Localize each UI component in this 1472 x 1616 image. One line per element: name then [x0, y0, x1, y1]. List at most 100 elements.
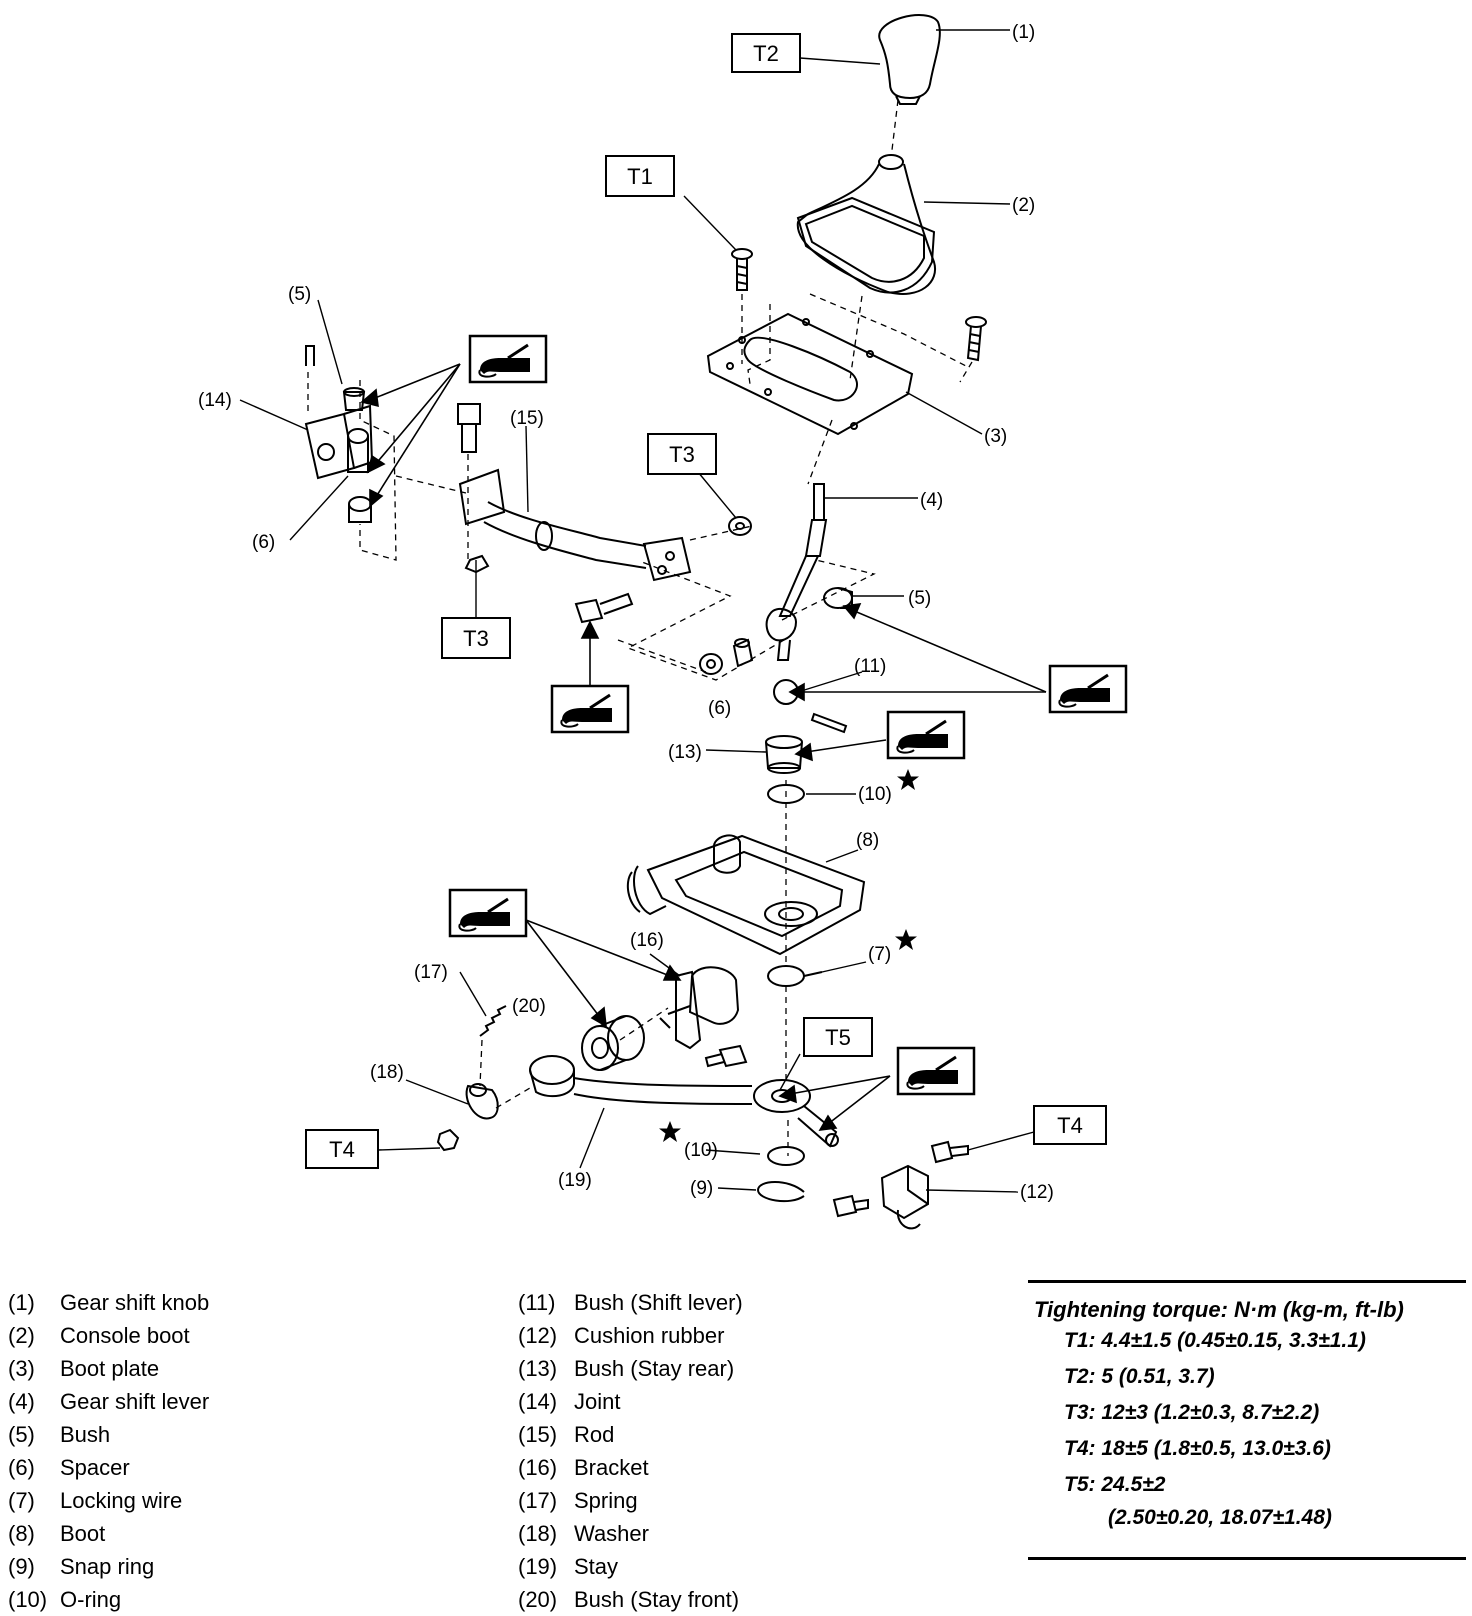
bolt	[574, 592, 634, 624]
exploded-view-diagram: T2 T1 T3 T3 T5 T4 T4 (1) (2) (3) (4) (5)…	[198, 14, 1128, 1230]
grease-gun-icon	[468, 334, 548, 384]
torque-label: T4	[1057, 1113, 1083, 1138]
part-name: Bush (Shift lever)	[574, 1290, 743, 1315]
list-item: (15)Rod	[518, 1418, 743, 1451]
callout: (8)	[856, 830, 879, 851]
star-icon	[659, 1121, 681, 1142]
list-item: (8) Boot	[8, 1517, 209, 1550]
list-item: (2) Console boot	[8, 1319, 209, 1352]
bolt	[930, 1140, 969, 1164]
part-name: Bracket	[574, 1455, 649, 1480]
part-name: Console boot	[60, 1323, 190, 1348]
parts-list-left: (1)Gear shift knob (2)Console boot (3)Bo…	[8, 1286, 209, 1616]
list-item: (7)Locking wire	[8, 1484, 209, 1517]
part-name: Spacer	[60, 1455, 130, 1480]
star-icon	[895, 929, 917, 950]
console-boot	[796, 154, 937, 295]
part-number: (16)	[518, 1455, 558, 1480]
list-item: (11) Bush (Shift lever)	[518, 1286, 743, 1319]
part-name: Bush	[60, 1422, 111, 1447]
part-number: (5)	[8, 1422, 35, 1447]
nut	[436, 1128, 460, 1152]
callout: (18)	[370, 1062, 404, 1083]
part-name: Spring	[574, 1488, 638, 1513]
spacer	[348, 496, 372, 523]
part-name: Gear shift knob	[60, 1290, 210, 1315]
callout: (19)	[558, 1170, 592, 1191]
list-item: (3) Boot plate	[8, 1352, 209, 1385]
callout: (3)	[984, 426, 1007, 447]
part-number: (8)	[8, 1521, 35, 1546]
gear-shift-knob	[878, 14, 941, 105]
part-name: Bush (Stay rear)	[574, 1356, 735, 1381]
part-name: Snap ring	[60, 1554, 155, 1579]
stay	[529, 1055, 839, 1148]
tightening-torque-table: Tightening torque: N·m (kg-m, ft-lb) T1:…	[1028, 1280, 1466, 1560]
bolt	[832, 1194, 869, 1218]
torque-box-t4	[305, 1129, 379, 1169]
rod	[458, 468, 692, 582]
part-number: (12)	[518, 1323, 558, 1348]
torque-box-t1	[605, 155, 675, 197]
list-item: (6)Spacer	[8, 1451, 209, 1484]
list-item: (9) Snap ring	[8, 1550, 209, 1583]
part-name: Gear shift lever	[60, 1389, 210, 1414]
part-name: Boot	[60, 1521, 106, 1546]
callout: (5)	[288, 284, 311, 305]
list-item: (20)Bush (Stay front)	[518, 1583, 743, 1616]
list-item: (4)Gear shift lever	[8, 1385, 209, 1418]
part-number: (3)	[8, 1356, 35, 1381]
part-number: (10)	[8, 1587, 48, 1612]
callout: (17)	[414, 962, 448, 983]
bracket	[659, 966, 740, 1050]
callout: (15)	[510, 408, 544, 429]
spacer	[699, 638, 754, 675]
list-item: (14)Joint	[518, 1385, 743, 1418]
part-name: Cushion rubber	[574, 1323, 725, 1348]
part-number: (2)	[8, 1323, 35, 1348]
part-number: (11)	[518, 1290, 556, 1315]
boot-plate	[706, 312, 914, 436]
assembly-lines	[307, 99, 973, 1156]
part-number: (9)	[8, 1554, 35, 1579]
torque-spec-continuation: (2.50±0.20, 18.07±1.48)	[1108, 1506, 1332, 1529]
part-number: (19)	[518, 1554, 558, 1579]
part-number: (17)	[518, 1488, 558, 1513]
cushion-rubber	[880, 1164, 929, 1230]
callout: (11)	[854, 656, 886, 677]
part-number: (13)	[518, 1356, 558, 1381]
callout: (16)	[630, 930, 664, 951]
callout: (13)	[668, 742, 702, 763]
list-item: (5) Bush	[8, 1418, 209, 1451]
part-name: Boot plate	[60, 1356, 160, 1381]
washer	[465, 1083, 499, 1120]
snap-ring	[756, 1181, 805, 1203]
o-ring	[767, 1146, 805, 1166]
part-number: (15)	[518, 1422, 558, 1447]
torque-box-t4	[1033, 1105, 1107, 1145]
part-name: Stay	[574, 1554, 619, 1579]
bolt	[457, 403, 481, 453]
joint	[304, 345, 374, 480]
list-item: (18)Washer	[518, 1517, 743, 1550]
torque-label: T1	[627, 164, 653, 189]
nut	[464, 554, 490, 574]
torque-spec: T5: 24.5±2	[1064, 1473, 1166, 1496]
torque-box-t3	[441, 617, 511, 659]
torque-spec: T3: 12±3 (1.2±0.3, 8.7±2.2)	[1064, 1401, 1320, 1424]
callout: (10)	[684, 1140, 718, 1161]
list-item: (10) O-ring	[8, 1583, 209, 1616]
spring	[479, 1005, 507, 1037]
list-item: (13) Bush (Stay rear)	[518, 1352, 743, 1385]
screw	[965, 316, 987, 362]
part-name: O-ring	[60, 1587, 122, 1612]
locking-wire	[767, 965, 823, 987]
list-item: (16) Bracket	[518, 1451, 743, 1484]
torque-label: T5	[825, 1025, 851, 1050]
callout: (9)	[690, 1178, 713, 1199]
list-item: (12) Cushion rubber	[518, 1319, 743, 1352]
gear-shift-lever	[765, 483, 828, 661]
torque-spec: T2: 5 (0.51, 3.7)	[1064, 1365, 1215, 1388]
grease-gun-icon	[550, 684, 630, 734]
parts-list-right: (11) Bush (Shift lever) (12) Cushion rubbe…	[518, 1286, 743, 1616]
